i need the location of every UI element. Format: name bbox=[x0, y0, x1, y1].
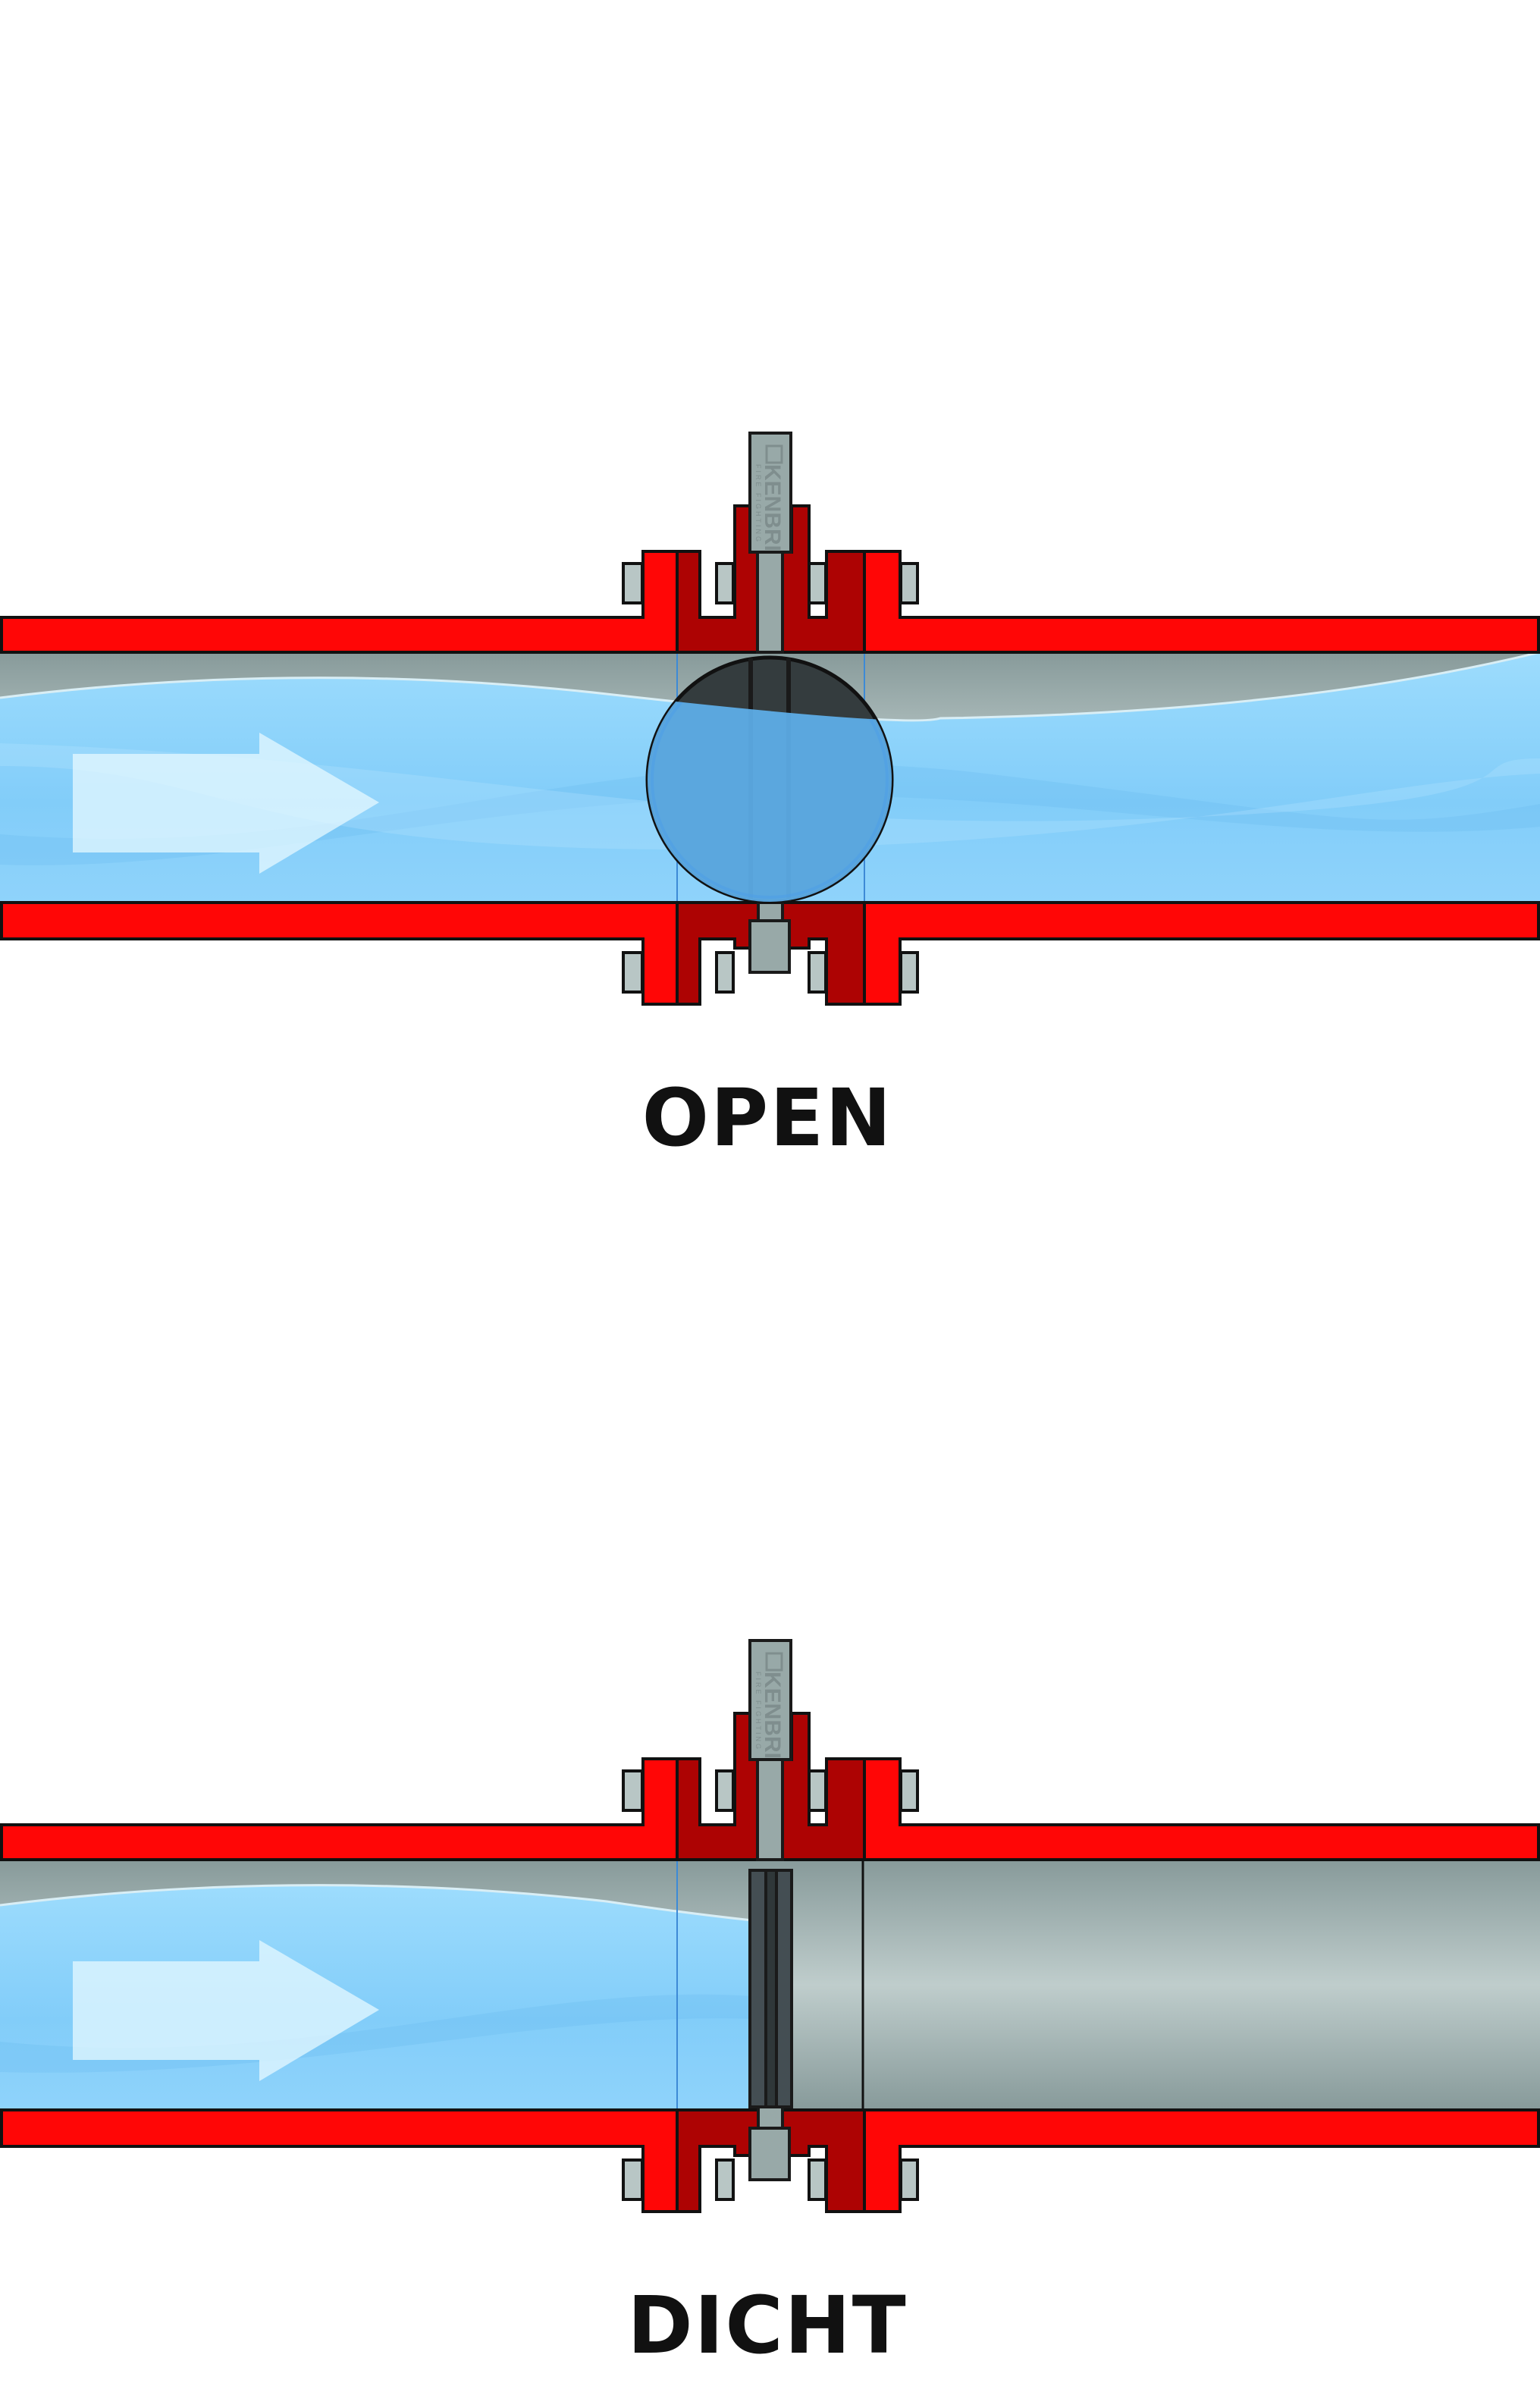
closed-state-label: DICHT bbox=[627, 2279, 907, 2372]
svg-text:FIRE FIGHTING: FIRE FIGHTING bbox=[754, 1672, 762, 1751]
open-state-label: OPEN bbox=[642, 1072, 893, 1164]
closed-valve-disc bbox=[748, 1869, 793, 2108]
svg-text:KENBRI: KENBRI bbox=[760, 464, 785, 551]
flange-bolts bbox=[622, 1769, 919, 2201]
kenbri-logo: KENBRI FIRE FIGHTING bbox=[754, 1652, 785, 1759]
pipe-wall-bottom bbox=[0, 901, 1540, 1006]
svg-text:KENBRI: KENBRI bbox=[760, 1672, 785, 1759]
closed-valve-diagram: KENBRI FIRE FIGHTING DICHT bbox=[0, 1639, 1540, 2372]
pipe-wall-bottom bbox=[0, 2108, 1540, 2213]
open-valve-diagram: KENBRI FIRE FIGHTING OPEN bbox=[0, 432, 1540, 1164]
svg-text:FIRE FIGHTING: FIRE FIGHTING bbox=[754, 464, 762, 544]
flange-bolts bbox=[622, 562, 919, 994]
valve-stem bbox=[748, 1639, 792, 2181]
valve-stem bbox=[748, 432, 792, 974]
ball-valve-disc bbox=[645, 655, 894, 904]
flow-direction-arrow-icon bbox=[73, 733, 379, 874]
flow-direction-arrow-icon bbox=[73, 1940, 379, 2081]
kenbri-logo: KENBRI FIRE FIGHTING bbox=[754, 444, 785, 551]
